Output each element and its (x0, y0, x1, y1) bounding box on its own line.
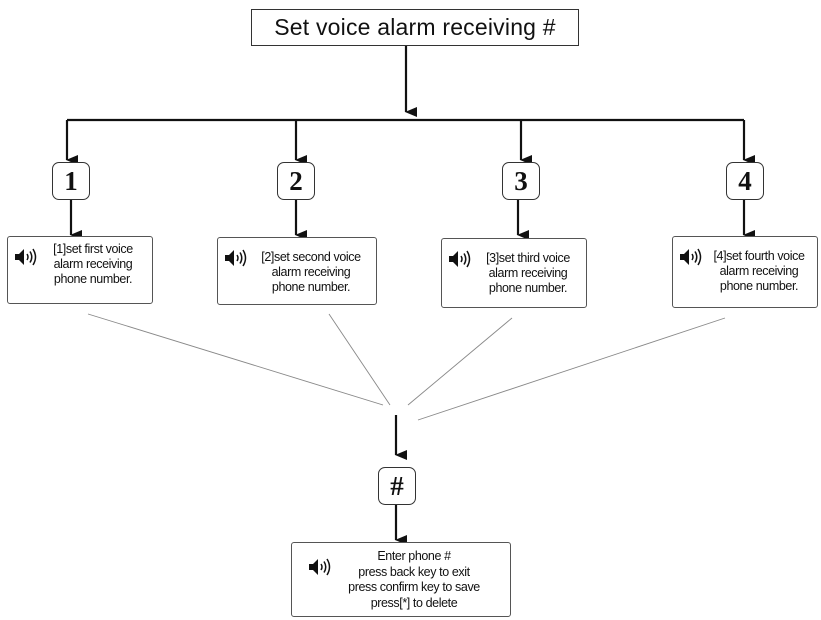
diagram-title: Set voice alarm receiving # (251, 9, 579, 46)
prompt-2-line-3: phone number. (271, 280, 351, 294)
prompt-1-line-1: [1]set first voice (53, 242, 133, 256)
prompt-box-4: [4]set fourth voice alarm receiving phon… (672, 236, 818, 308)
converge-line-3 (407, 317, 513, 406)
key-4: 4 (726, 162, 764, 200)
prompt-2-line-2: alarm receiving (271, 265, 351, 279)
prompt-4-line-3: phone number. (719, 279, 799, 293)
speaker-icon (15, 248, 37, 266)
key-3: 3 (502, 162, 540, 200)
final-prompt-line-2: press back key to exit (358, 564, 470, 579)
speaker-icon (449, 250, 471, 268)
prompt-box-1: [1]set first voice alarm receiving phone… (7, 236, 153, 304)
prompt-3-line-2: alarm receiving (488, 266, 568, 280)
converge-line-4 (417, 317, 726, 421)
prompt-1-line-2: alarm receiving (53, 257, 133, 271)
prompt-1-line-3: phone number. (53, 272, 133, 286)
speaker-icon (680, 248, 702, 266)
key-1: 1 (52, 162, 90, 200)
speaker-icon (309, 558, 331, 576)
prompt-4-line-1: [4]set fourth voice (713, 249, 805, 263)
converge-line-2 (328, 313, 391, 406)
final-prompt-line-3: press confirm key to save (348, 580, 480, 594)
prompt-box-2: [2]set second voice alarm receiving phon… (217, 237, 377, 305)
converge-line-1 (87, 313, 384, 406)
key-2: 2 (277, 162, 315, 200)
prompt-2-line-1: [2]set second voice (261, 250, 361, 264)
speaker-icon (225, 249, 247, 267)
prompt-box-3: [3]set third voice alarm receiving phone… (441, 238, 587, 308)
final-prompt-line-4: press[*] to delete (370, 595, 458, 610)
prompt-3-line-3: phone number. (488, 281, 568, 295)
prompt-4-line-2: alarm receiving (719, 264, 799, 278)
key-hash: # (378, 467, 416, 505)
prompt-3-line-1: [3]set third voice (486, 251, 570, 265)
final-prompt-box: Enter phone # press back key to exit pre… (291, 542, 511, 617)
final-prompt-line-1: Enter phone # (377, 549, 451, 563)
